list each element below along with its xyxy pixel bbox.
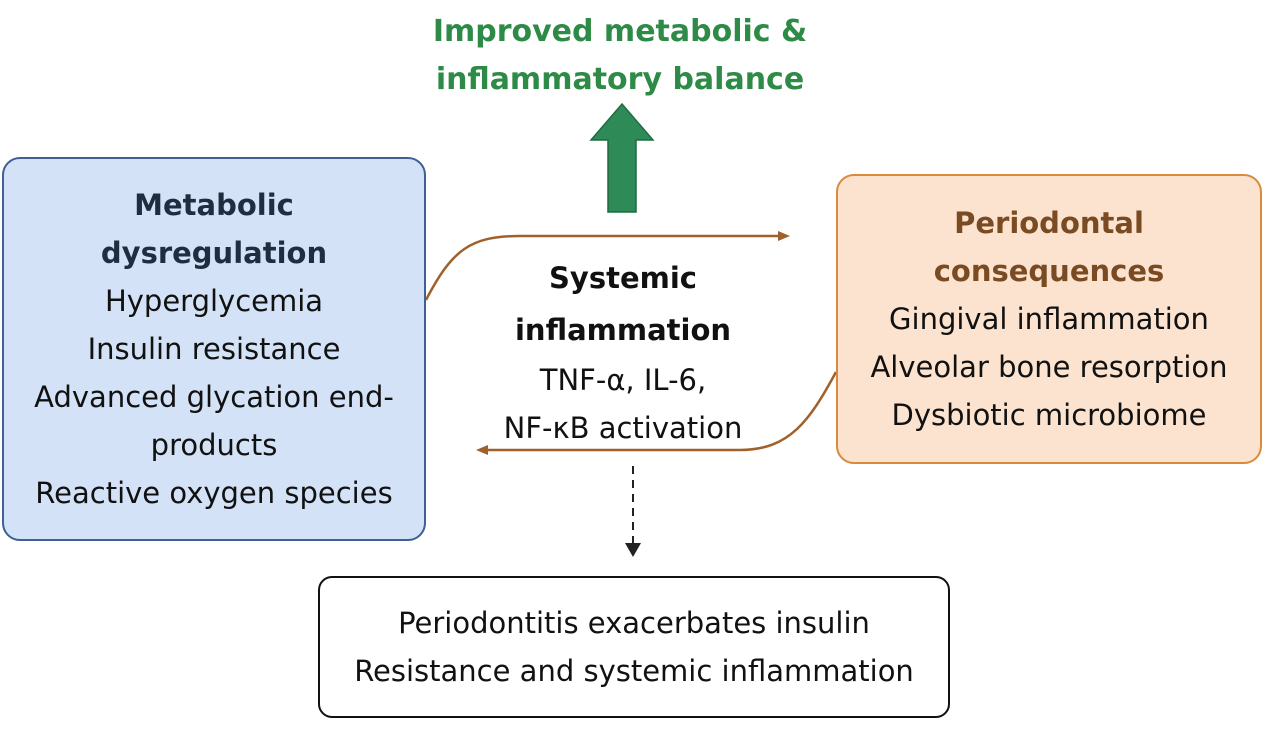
metabolic-dysregulation-box: Metabolic dysregulation Hyperglycemia In…	[2, 157, 426, 541]
metabolic-box-title: Metabolic dysregulation	[100, 188, 328, 270]
periodontal-item-gingival: Gingival inflammation	[889, 302, 1209, 336]
arrow-metabolic-to-periodontal	[424, 234, 782, 301]
arrowhead-left-icon	[476, 445, 488, 455]
improved-balance-title: Improved metabolic & inflammatory balanc…	[432, 14, 808, 97]
arrowhead-right-icon	[778, 231, 790, 241]
conclusion-box: Periodontitis exacerbates insulin Resist…	[318, 576, 950, 718]
metabolic-item-insulin-resistance: Insulin resistance	[87, 332, 341, 366]
cytokines-line: TNF-α, IL-6,	[539, 363, 707, 397]
metabolic-item-hyperglycemia: Hyperglycemia	[104, 284, 324, 318]
conclusion-line-2: Resistance and systemic inflammation	[354, 654, 914, 688]
systemic-inflammation-title: Systemic inflammation	[514, 261, 732, 347]
periodontal-consequences-box: Periodontal consequences Gingival inflam…	[836, 174, 1262, 464]
arrowhead-down-icon	[625, 543, 641, 557]
metabolic-item-ages: Advanced glycation end-products	[34, 380, 394, 462]
up-arrow-icon	[589, 102, 655, 213]
periodontal-box-title: Periodontal consequences	[933, 206, 1165, 288]
nfkb-line: NF-κB activation	[503, 411, 743, 445]
metabolic-item-ros: Reactive oxygen species	[35, 476, 393, 510]
periodontal-item-bone: Alveolar bone resorption	[870, 350, 1228, 384]
arrow-periodontal-to-metabolic	[484, 371, 838, 452]
conclusion-line-1: Periodontitis exacerbates insulin	[398, 606, 870, 640]
periodontal-item-microbiome: Dysbiotic microbiome	[891, 398, 1207, 432]
systemic-inflammation-label: Systemic inflammation TNF-α, IL-6, NF-κB…	[462, 252, 784, 452]
